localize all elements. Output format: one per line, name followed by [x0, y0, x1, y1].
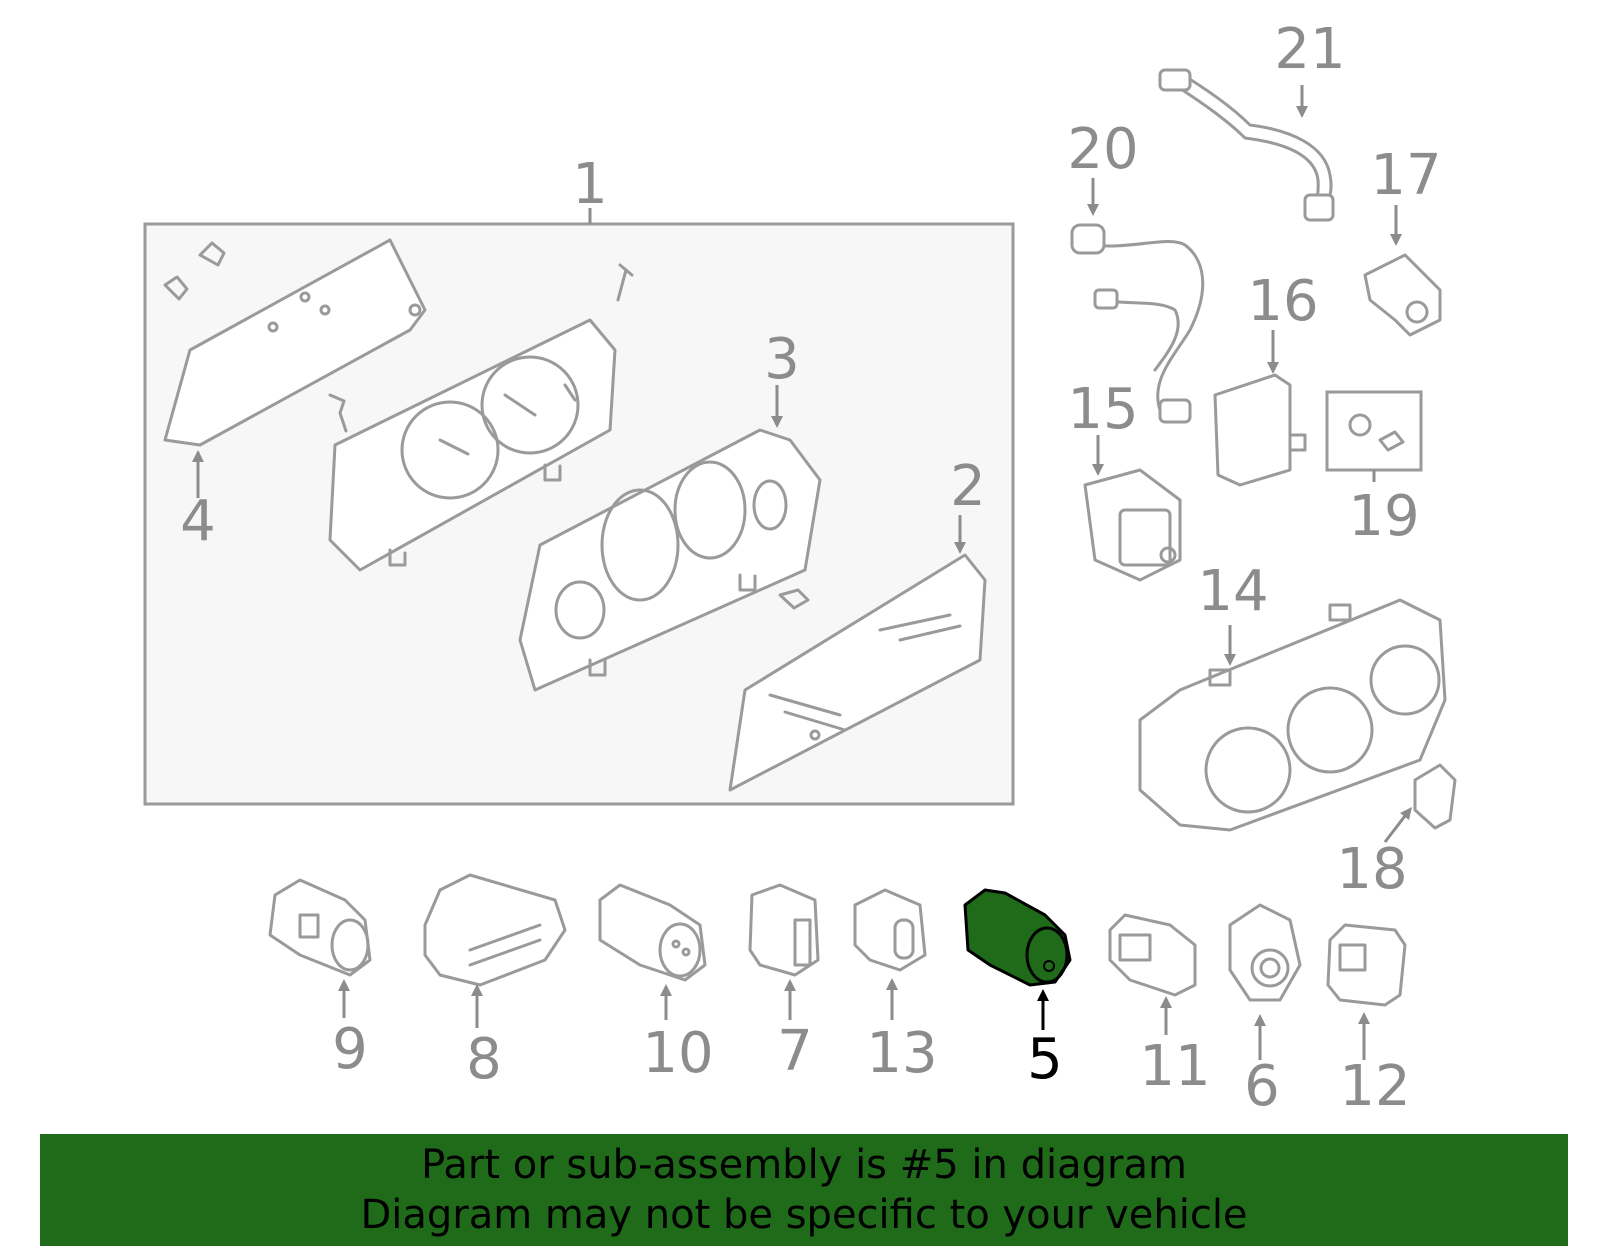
- arrowhead-14: [1224, 654, 1236, 666]
- arrowhead-10: [660, 984, 672, 996]
- callout-13: 13: [866, 1021, 937, 1086]
- callout-10: 10: [642, 1021, 713, 1086]
- callout-15: 15: [1067, 377, 1138, 442]
- callout-21: 21: [1274, 17, 1345, 82]
- callout-17: 17: [1370, 143, 1441, 208]
- callout-5: 5: [1027, 1027, 1063, 1092]
- banner-line-part: Part or sub-assembly is #5 in diagram: [421, 1142, 1187, 1188]
- arrowhead-4: [192, 450, 204, 462]
- callout-8: 8: [466, 1027, 502, 1092]
- part-21-harness[interactable]: [1158, 68, 1335, 222]
- arrowhead-12: [1358, 1012, 1370, 1024]
- arrowhead-18: [1400, 807, 1412, 820]
- callout-14: 14: [1197, 559, 1268, 624]
- part-19-bulb-set[interactable]: [1325, 390, 1423, 472]
- arrowhead-20: [1087, 204, 1099, 216]
- callout-18: 18: [1336, 837, 1407, 902]
- part-5-switch-highlighted[interactable]: [963, 888, 1072, 987]
- part-20-harness[interactable]: [1070, 223, 1205, 424]
- arrowhead-5: [1037, 989, 1049, 1001]
- part-9-switch[interactable]: [268, 878, 372, 977]
- part-14-cluster[interactable]: [1138, 598, 1447, 832]
- callout-6: 6: [1244, 1054, 1280, 1119]
- arrowhead-15: [1092, 464, 1104, 476]
- callout-19: 19: [1348, 484, 1419, 549]
- part-16-module[interactable]: [1213, 373, 1307, 487]
- arrow-18: [1383, 811, 1410, 843]
- callout-2: 2: [950, 454, 986, 519]
- callout-9: 9: [332, 1017, 368, 1082]
- arrowhead-3: [771, 416, 783, 428]
- part-2-lens[interactable]: [728, 553, 987, 792]
- part-13-switch[interactable]: [853, 888, 927, 972]
- part-7-switch[interactable]: [748, 883, 820, 977]
- callout-3: 3: [764, 327, 800, 392]
- callout-4: 4: [180, 489, 216, 554]
- part-3-cluster-housing[interactable]: [518, 428, 822, 692]
- part-6-switch[interactable]: [1228, 903, 1302, 1002]
- arrowhead-11: [1160, 996, 1172, 1008]
- arrowhead-7: [784, 979, 796, 991]
- callout-20: 20: [1067, 117, 1138, 182]
- callout-12: 12: [1339, 1054, 1410, 1119]
- info-banner: Part or sub-assembly is #5 in diagram Di…: [40, 1134, 1568, 1246]
- part-8-switch[interactable]: [423, 873, 567, 987]
- part-1-dial-plate[interactable]: [328, 318, 617, 572]
- callout-1: 1: [572, 152, 608, 217]
- part-10-switch[interactable]: [598, 883, 707, 982]
- part-12-switch[interactable]: [1326, 923, 1407, 1007]
- arrowhead-6: [1254, 1014, 1266, 1026]
- part-18-bulb[interactable]: [1413, 763, 1457, 830]
- arrowhead-21: [1296, 106, 1308, 118]
- banner-line-disclaimer: Diagram may not be specific to your vehi…: [360, 1192, 1248, 1238]
- part-11-switch[interactable]: [1108, 913, 1197, 997]
- arrowhead-13: [886, 978, 898, 990]
- cluster-assembly-box: [143, 208, 1015, 806]
- arrowhead-2: [954, 542, 966, 554]
- callout-16: 16: [1247, 269, 1318, 334]
- arrowhead-8: [471, 984, 483, 996]
- part-17-socket[interactable]: [1363, 253, 1442, 337]
- callout-11: 11: [1139, 1034, 1210, 1099]
- part-4-rear-panel[interactable]: [163, 238, 634, 447]
- arrowhead-9: [338, 979, 350, 991]
- part-5-body: [963, 888, 1072, 987]
- callout-7: 7: [777, 1019, 813, 1084]
- arrowhead-16: [1267, 362, 1279, 374]
- arrowhead-17: [1390, 234, 1402, 246]
- part-15-switch[interactable]: [1083, 468, 1182, 582]
